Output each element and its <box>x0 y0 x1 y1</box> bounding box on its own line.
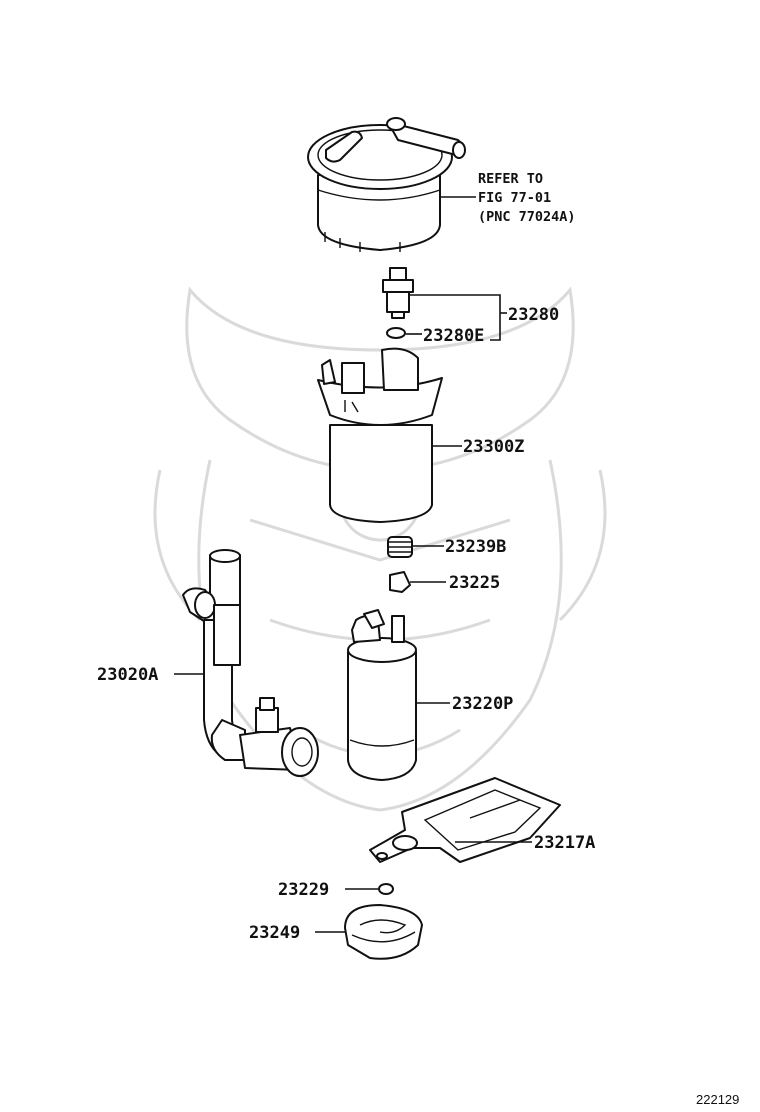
refer-note-line-3: (PNC 77024A) <box>478 209 576 225</box>
o-ring <box>386 327 406 339</box>
cushion-cap <box>344 904 423 960</box>
leader-lines <box>174 196 532 933</box>
label-23020a[interactable]: 23020A <box>97 665 158 685</box>
label-23217a[interactable]: 23217A <box>534 833 595 853</box>
refer-note-line-2: FIG 77-01 <box>478 190 551 206</box>
figure-number: 222129 <box>696 1092 739 1107</box>
fuel-pump <box>347 609 417 781</box>
refer-note-line-1: REFER TO <box>478 171 543 187</box>
bushing <box>387 536 413 558</box>
cushion <box>389 571 411 593</box>
label-23220p[interactable]: 23220P <box>452 694 513 714</box>
label-23225[interactable]: 23225 <box>449 573 500 593</box>
fuel-suction-cup <box>317 347 443 523</box>
clip <box>378 883 394 895</box>
label-23229[interactable]: 23229 <box>278 880 329 900</box>
label-23280e[interactable]: 23280E <box>423 326 484 346</box>
fuel-strainer <box>369 777 561 863</box>
label-23280[interactable]: 23280 <box>508 305 559 325</box>
label-23239b[interactable]: 23239B <box>445 537 506 557</box>
label-23300z[interactable]: 23300Z <box>463 437 524 457</box>
fuel-pipe-assembly <box>182 549 319 777</box>
fuel-filter-assembly <box>307 117 466 252</box>
fuel-pump-connector <box>382 267 414 319</box>
label-23249[interactable]: 23249 <box>249 923 300 943</box>
